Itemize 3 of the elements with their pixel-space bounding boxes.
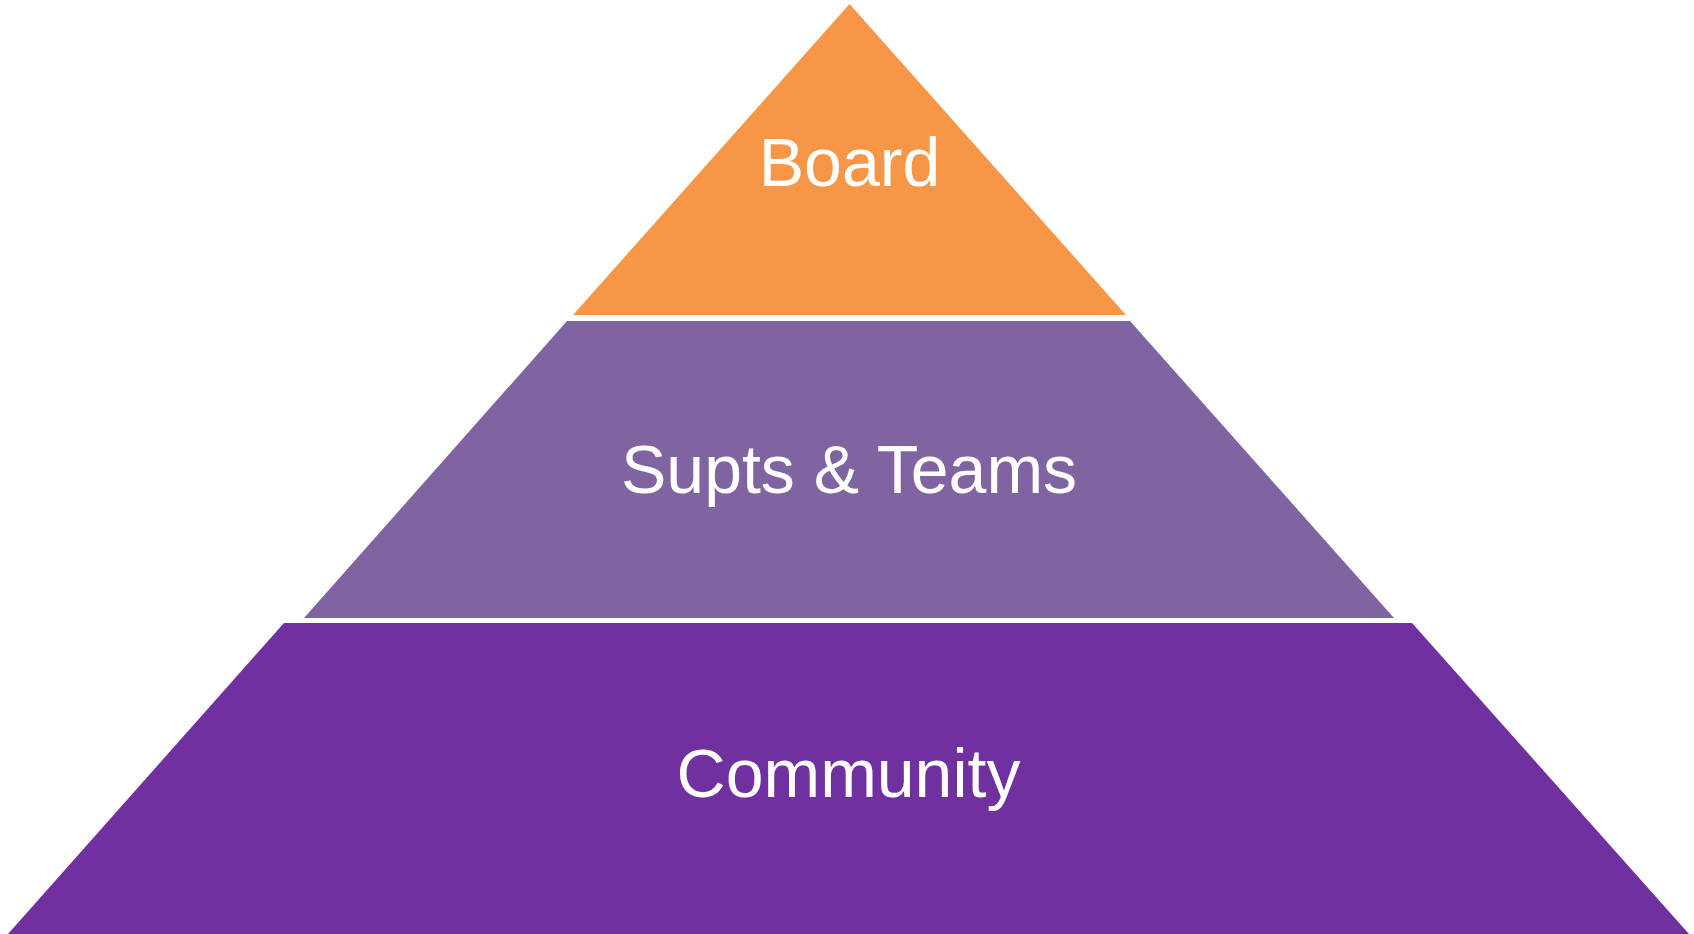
tier-label: Supts & Teams <box>620 430 1078 509</box>
tier-label: Board <box>758 123 941 202</box>
tier-label: Community <box>676 734 1021 813</box>
